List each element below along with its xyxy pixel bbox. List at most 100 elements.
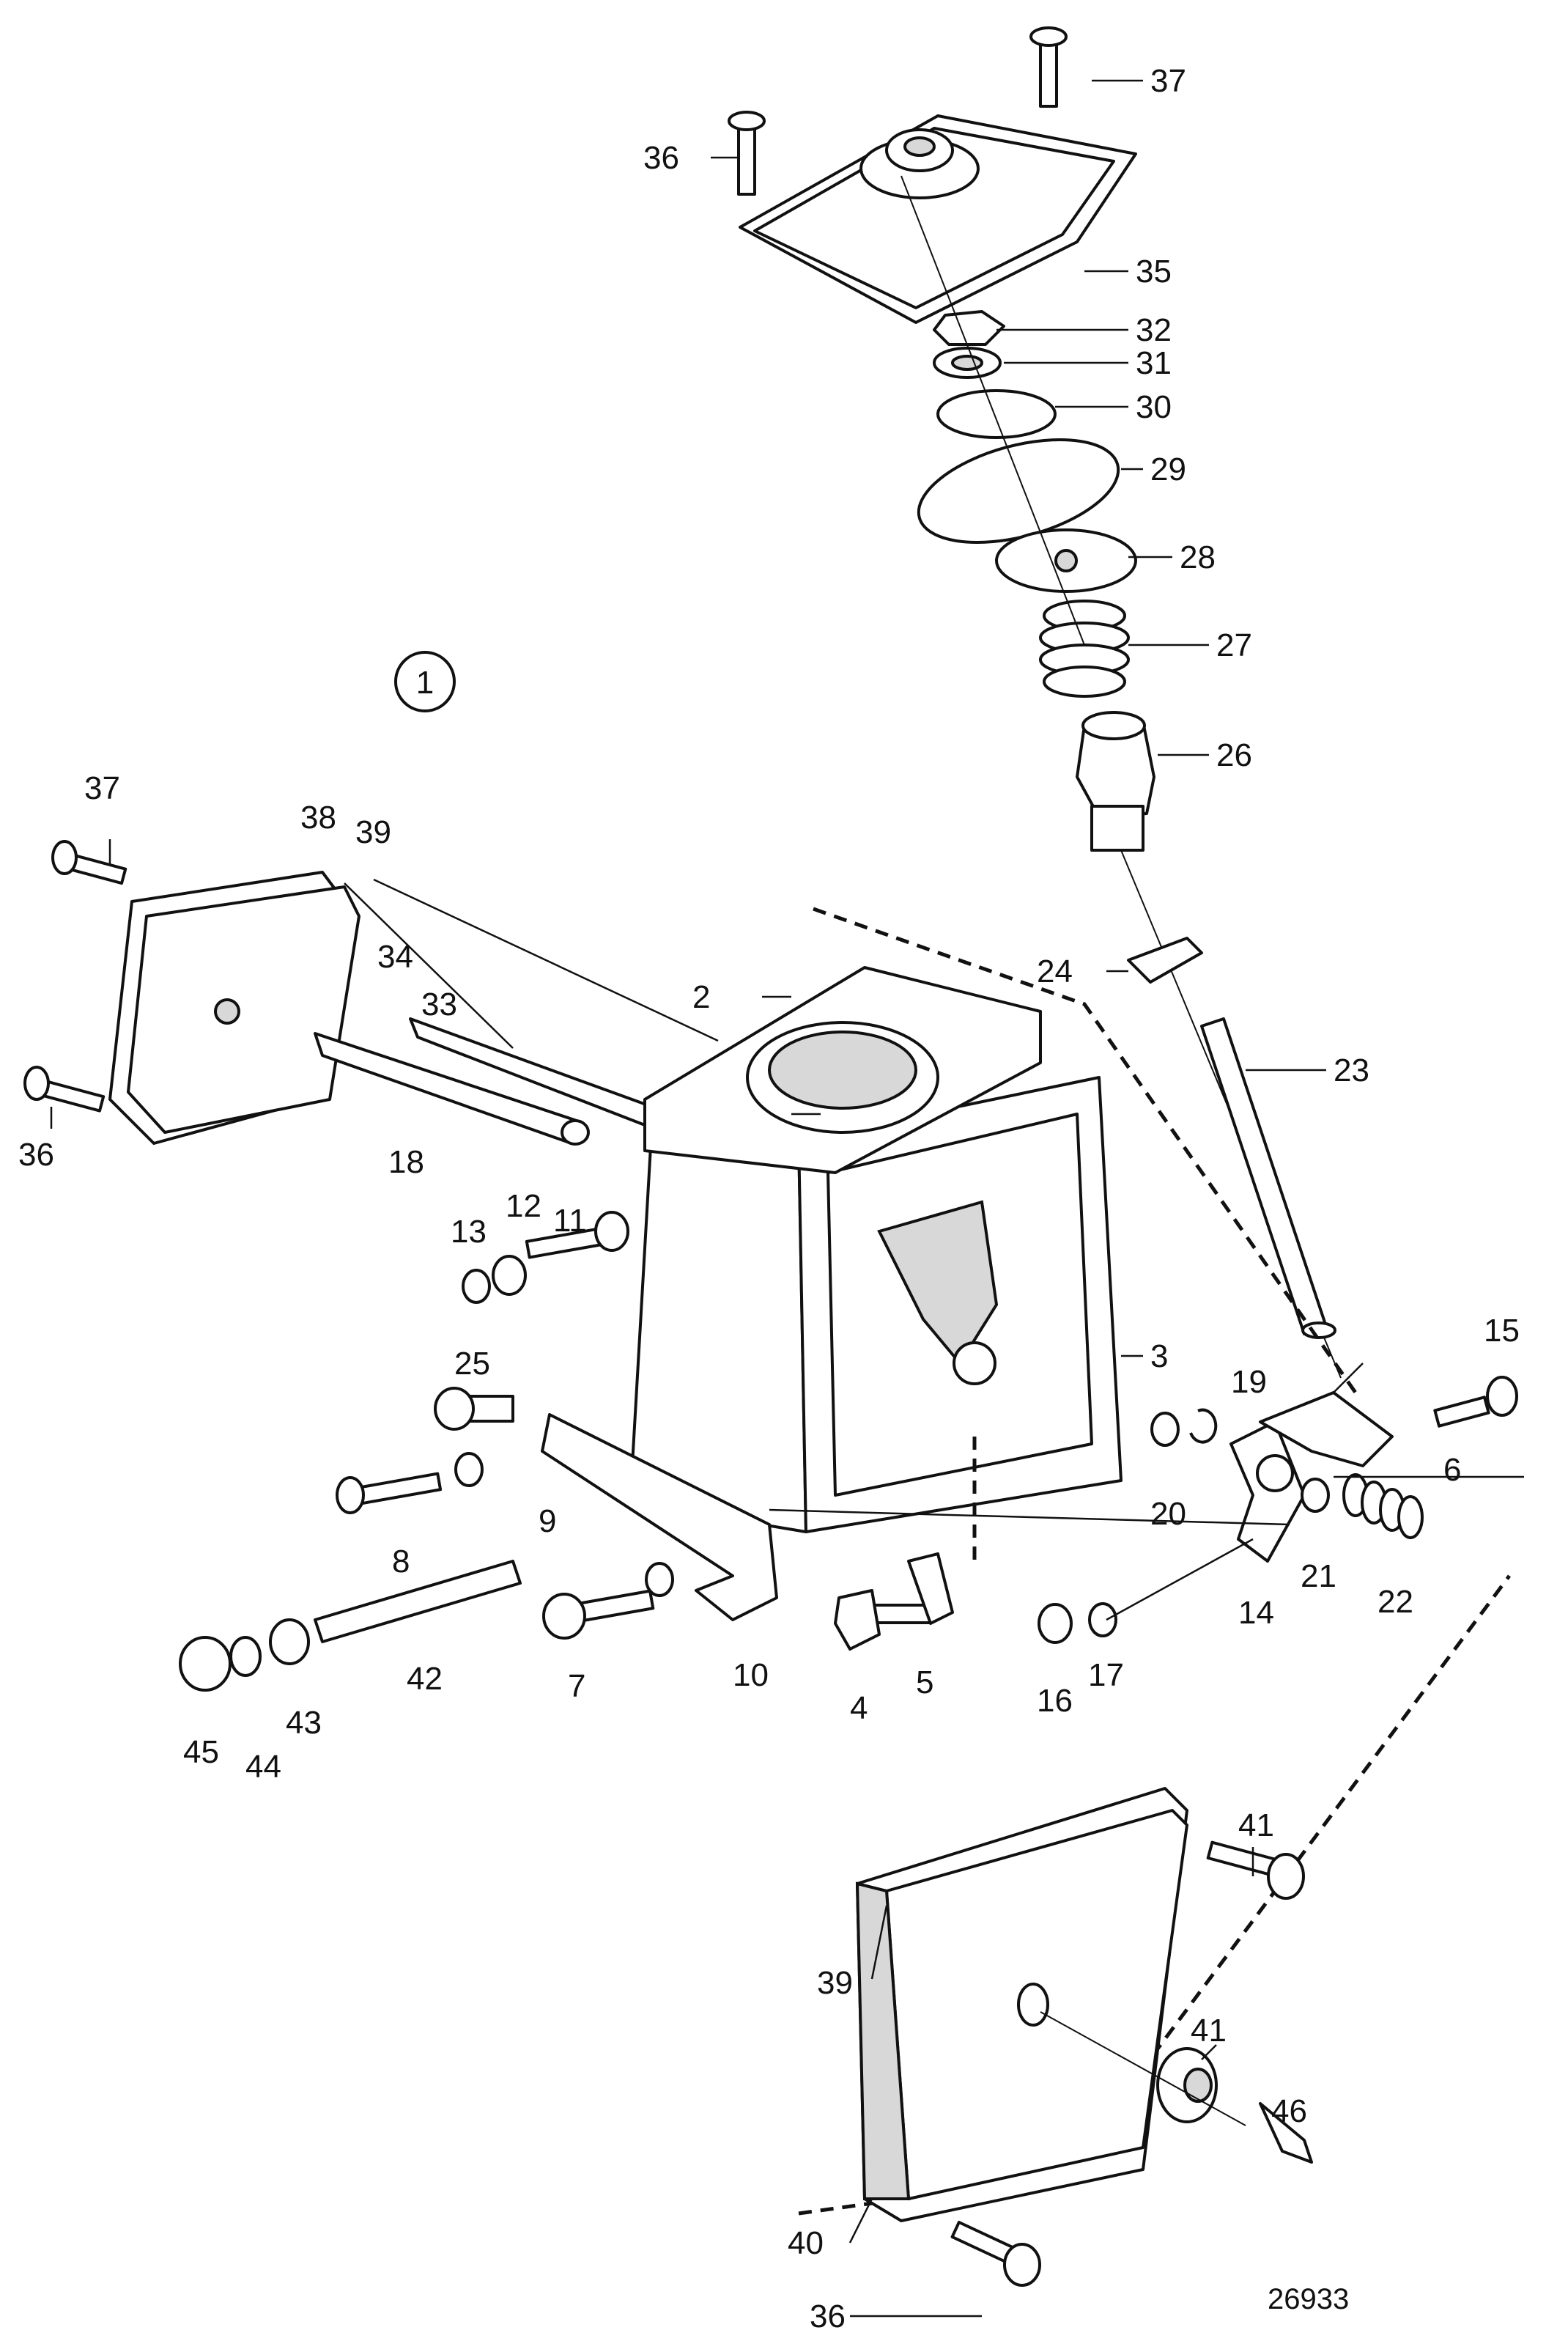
callout-5: 5 xyxy=(916,1664,933,1700)
screw-41 xyxy=(1206,1840,1305,1900)
callout-46: 46 xyxy=(1271,2093,1307,2129)
callout-27: 27 xyxy=(1216,627,1252,663)
nut-12 xyxy=(492,1255,527,1296)
bracket-6 xyxy=(1259,1391,1394,1467)
plug-25 xyxy=(434,1387,514,1431)
shaft-18 xyxy=(314,1032,590,1146)
callout-19: 19 xyxy=(1231,1364,1267,1400)
callout-18: 18 xyxy=(388,1144,424,1180)
screw-36-top xyxy=(728,111,766,196)
callout-11: 11 xyxy=(553,1203,587,1239)
clip-46 xyxy=(1259,2102,1313,2164)
callout-43: 43 xyxy=(286,1705,322,1741)
callout-20: 20 xyxy=(1150,1496,1186,1532)
callout-39-left: 39 xyxy=(355,814,391,850)
callout-15: 15 xyxy=(1484,1313,1520,1349)
bolt-4 xyxy=(834,1589,932,1651)
rod-23 xyxy=(1200,1017,1336,1339)
washer-13 xyxy=(462,1269,491,1304)
callout-2: 2 xyxy=(692,979,710,1015)
rod-42 xyxy=(314,1560,522,1643)
knob-41 xyxy=(1156,2047,1218,2123)
callout-41-bottom: 41 xyxy=(1191,2013,1227,2049)
left-cover-38 xyxy=(108,871,360,1145)
callout-36-top: 36 xyxy=(643,140,679,176)
callout-14: 14 xyxy=(1238,1595,1274,1631)
callout-37-top: 37 xyxy=(1150,63,1186,99)
callout-36-bottom: 36 xyxy=(810,2298,846,2334)
clip-19 xyxy=(1189,1408,1218,1444)
nut-16 xyxy=(1038,1603,1073,1644)
screw-36-bottom xyxy=(950,2221,1041,2287)
callout-3: 3 xyxy=(1150,1338,1168,1374)
callout-42: 42 xyxy=(407,1661,443,1697)
housing-3 xyxy=(629,1076,1123,1533)
callout-10: 10 xyxy=(733,1657,769,1693)
callout-36-left: 36 xyxy=(18,1137,54,1173)
callout-23: 23 xyxy=(1334,1052,1369,1088)
callout-6: 6 xyxy=(1443,1452,1461,1488)
screw-36-left xyxy=(23,1066,106,1113)
callout-16: 16 xyxy=(1037,1683,1073,1719)
fitting-26 xyxy=(1076,711,1155,852)
callout-32: 32 xyxy=(1136,312,1172,348)
washer-21 xyxy=(1301,1478,1330,1513)
bolt-7 xyxy=(542,1589,655,1640)
screw-37-left xyxy=(51,840,127,885)
leader-lines xyxy=(50,79,1524,2318)
top-cover-35 xyxy=(739,114,1137,324)
callout-31: 31 xyxy=(1136,345,1172,381)
callout-17: 17 xyxy=(1088,1657,1124,1693)
bolt-11 xyxy=(525,1211,629,1259)
plate-28 xyxy=(995,528,1137,593)
spring-22 xyxy=(1342,1473,1424,1539)
callout-41-top: 41 xyxy=(1238,1807,1274,1843)
callout-44: 44 xyxy=(245,1749,281,1785)
callout-4: 4 xyxy=(850,1690,868,1726)
nut-32 xyxy=(933,310,1005,346)
callout-22: 22 xyxy=(1377,1584,1413,1620)
lever-14 xyxy=(1229,1420,1306,1563)
callout-40: 40 xyxy=(788,2225,824,2261)
callout-24: 24 xyxy=(1037,954,1073,989)
assembly-callout: 1 xyxy=(416,665,434,701)
callout-7: 7 xyxy=(568,1668,585,1704)
screw-15 xyxy=(1433,1376,1518,1428)
callout-28: 28 xyxy=(1180,539,1216,575)
callout-25: 25 xyxy=(454,1346,490,1382)
bolt-8 xyxy=(336,1472,443,1514)
washer-17 xyxy=(1088,1602,1117,1637)
washer-9 xyxy=(454,1452,484,1487)
bracket-10 xyxy=(541,1413,778,1621)
callout-labels: 1 37 36 35 32 31 30 29 28 27 26 24 23 2 … xyxy=(18,63,1520,2334)
callout-13: 13 xyxy=(451,1214,487,1250)
screw-37-top xyxy=(1029,26,1068,108)
spring-27 xyxy=(1039,600,1130,698)
washer-20 xyxy=(1150,1412,1180,1447)
callout-8: 8 xyxy=(392,1544,410,1579)
callout-21: 21 xyxy=(1301,1558,1336,1594)
cap-45 xyxy=(179,1636,232,1692)
washer-9b xyxy=(645,1562,674,1597)
assembly-callout-circle xyxy=(394,651,456,712)
callout-38: 38 xyxy=(300,800,336,836)
callout-35: 35 xyxy=(1136,254,1172,290)
callout-9: 9 xyxy=(539,1503,556,1539)
callout-34: 34 xyxy=(377,939,413,975)
clip-5 xyxy=(907,1552,954,1625)
callout-37-left: 37 xyxy=(84,770,120,806)
clip-24 xyxy=(1127,937,1203,984)
callout-30: 30 xyxy=(1136,389,1172,425)
bottom-cover-40 xyxy=(855,1787,1188,2222)
callout-12: 12 xyxy=(506,1188,541,1224)
figure-number: 26933 xyxy=(1268,2283,1349,2315)
washer-30 xyxy=(936,389,1057,439)
callout-29: 29 xyxy=(1150,451,1186,487)
callout-26: 26 xyxy=(1216,737,1252,773)
callout-39-bottom: 39 xyxy=(817,1965,853,2001)
washer-44 xyxy=(229,1636,262,1677)
callout-45: 45 xyxy=(183,1734,219,1770)
callout-33: 33 xyxy=(421,987,457,1022)
flange-2 xyxy=(643,966,1042,1174)
